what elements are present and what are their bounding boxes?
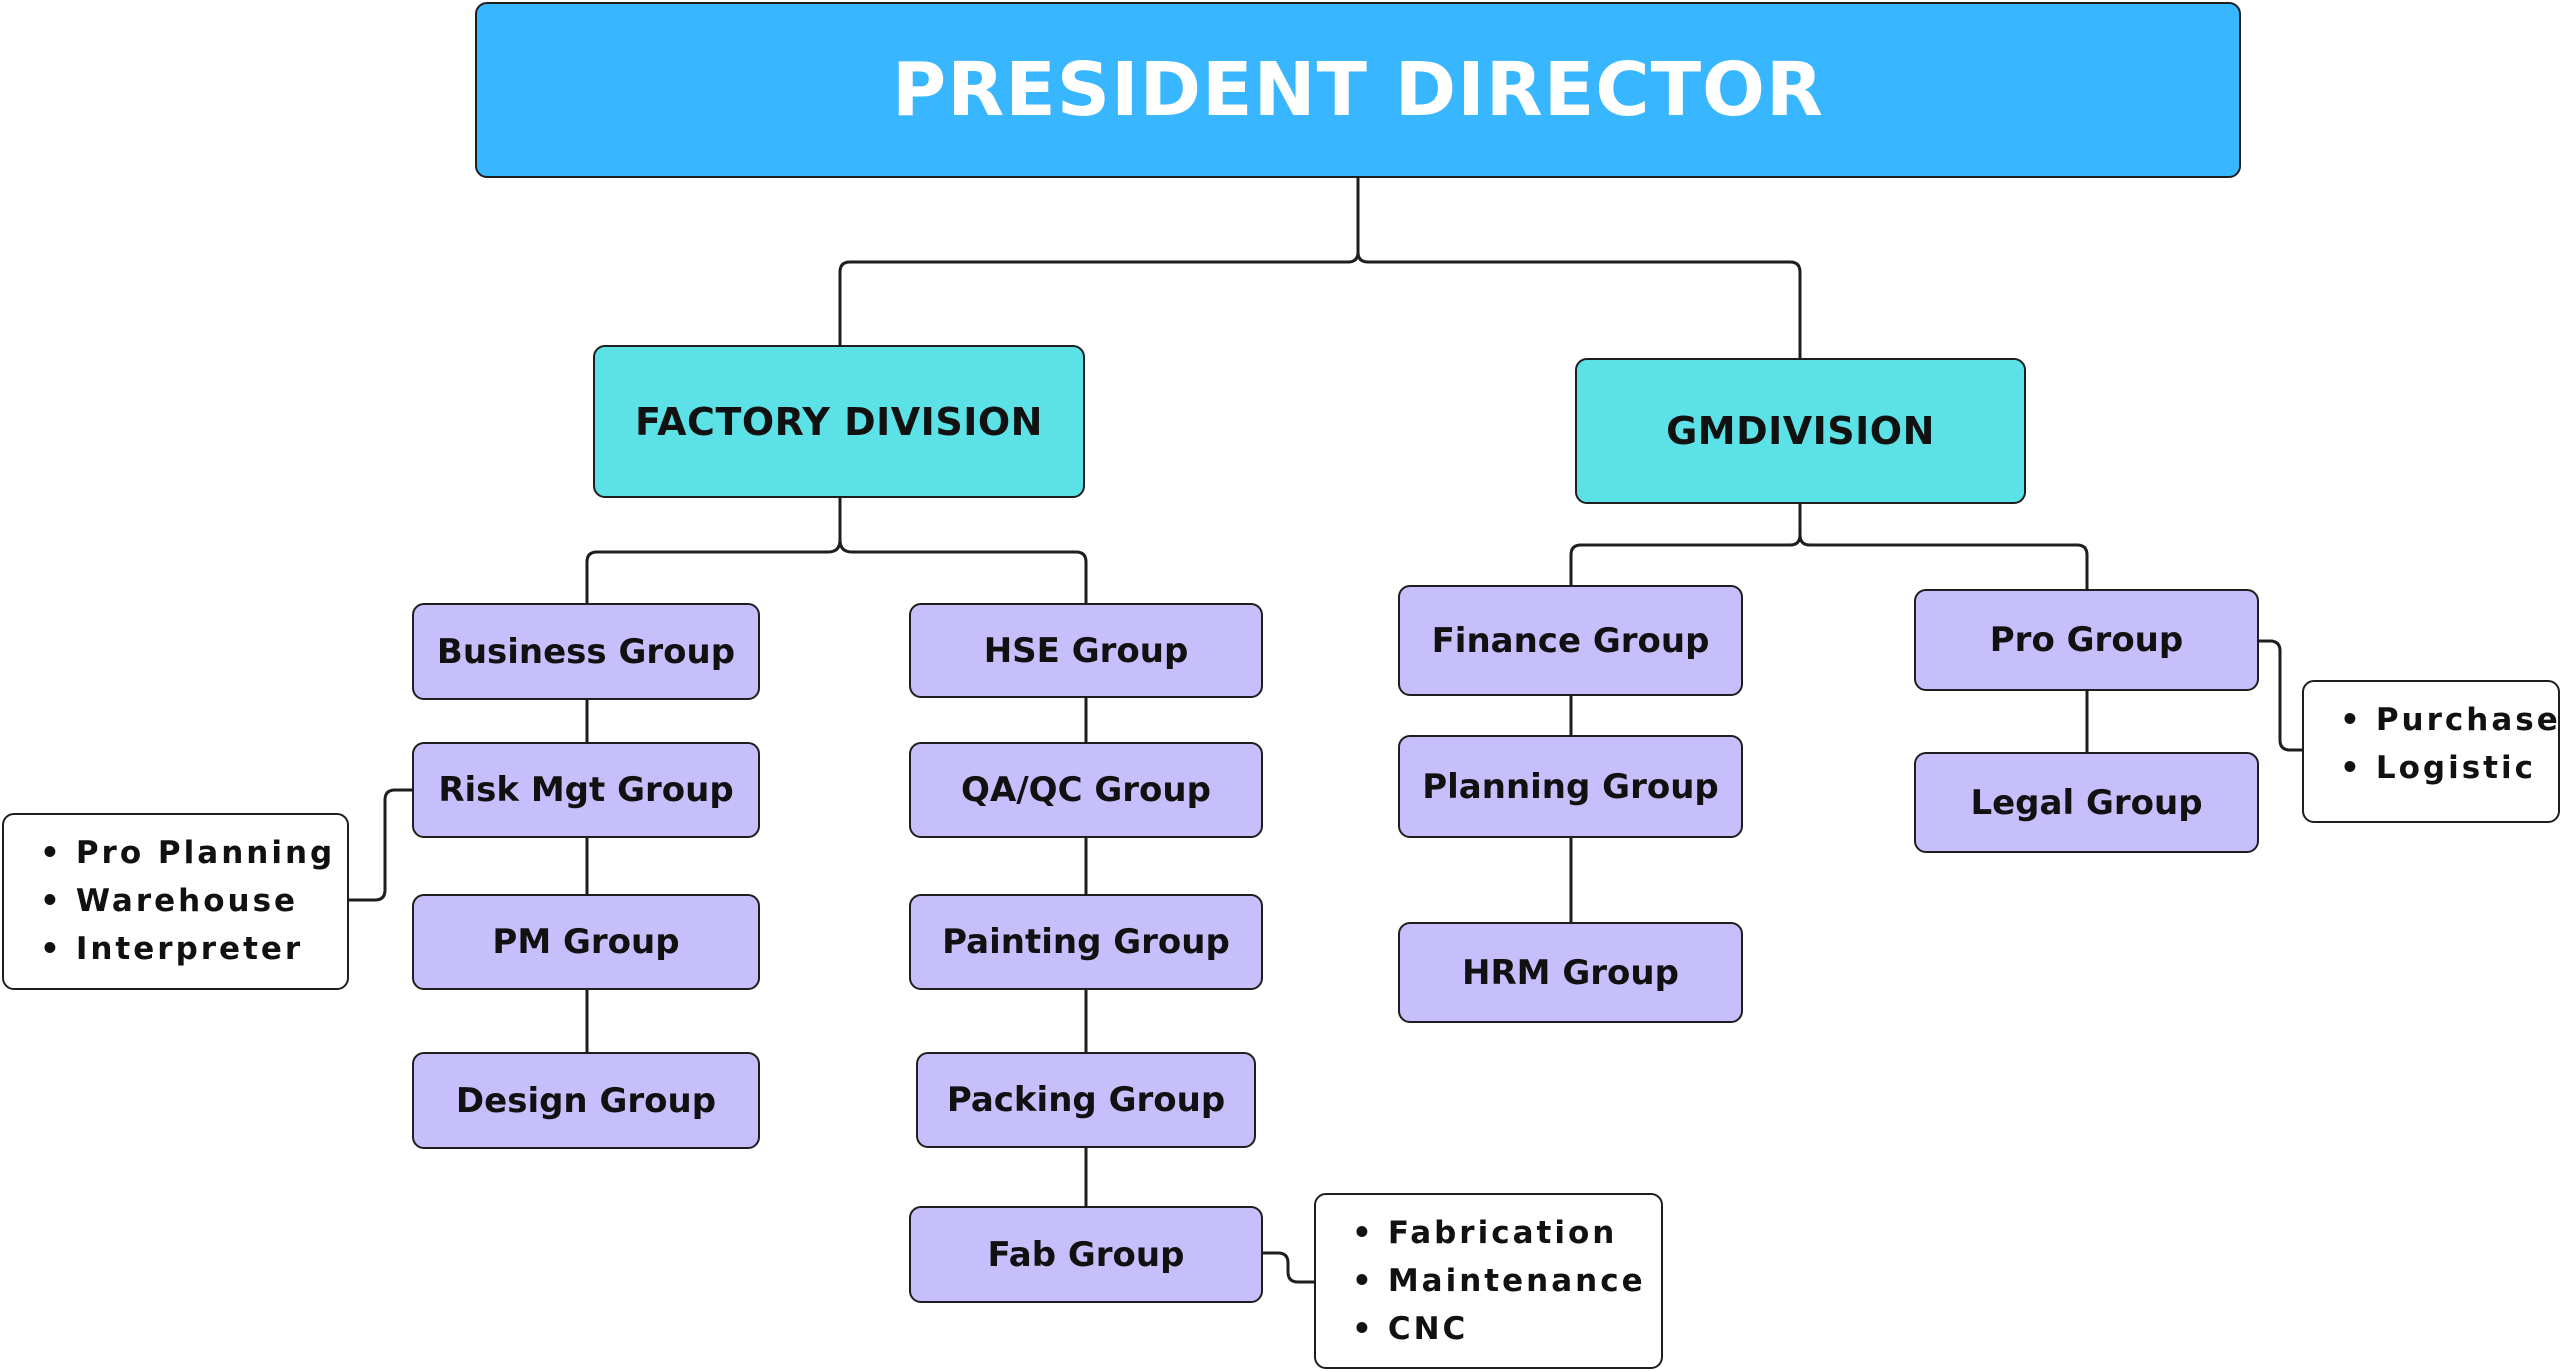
hrm-group-node: HRM Group [1398,922,1743,1023]
pro-group-node: Pro Group [1914,589,2259,691]
factory-division-node: FACTORY DIVISION [593,345,1085,498]
note-item: Pro Planning [40,829,347,877]
note-item: Purchase [2340,696,2558,744]
note-item: Maintenance [1352,1257,1661,1305]
connector-factory-to-business [585,498,842,603]
painting-group-node: Painting Group [909,894,1263,990]
design-group-node: Design Group [412,1052,760,1149]
note-item: Fabrication [1352,1209,1661,1257]
packing-group-node: Packing Group [916,1052,1256,1148]
fab-group-node: Fab Group [909,1206,1263,1303]
note-item: CNC [1352,1305,1661,1353]
business-group-node: Business Group [412,603,760,700]
planning-group-node: Planning Group [1398,735,1743,838]
connector-president-to-gm [1356,178,1802,358]
connector-president-to-factory [838,178,1360,345]
note-item: Warehouse [40,877,347,925]
connector-risk-mgt-notes [349,788,412,902]
legal-group-node: Legal Group [1914,752,2259,853]
note-item: Interpreter [40,925,347,973]
fab-notes: Fabrication Maintenance CNC [1314,1193,1663,1369]
connector-factory-to-hse [838,498,1088,603]
connector-fab-notes [1262,1251,1314,1284]
risk-mgt-group-node: Risk Mgt Group [412,742,760,838]
connector-gm-to-finance [1569,504,1802,585]
pm-group-node: PM Group [412,894,760,990]
gm-division-node: GMDIVISION [1575,358,2026,504]
note-item: Logistic [2340,744,2558,792]
connector-pro-notes [2258,639,2302,752]
risk-mgt-notes: Pro Planning Warehouse Interpreter [2,813,349,990]
pro-notes: Purchase Logistic [2302,680,2560,823]
finance-group-node: Finance Group [1398,585,1743,696]
qa-qc-group-node: QA/QC Group [909,742,1263,838]
connector-gm-to-pro [1798,504,2089,589]
president-director-node: PRESIDENT DIRECTOR [475,2,2241,178]
hse-group-node: HSE Group [909,603,1263,698]
